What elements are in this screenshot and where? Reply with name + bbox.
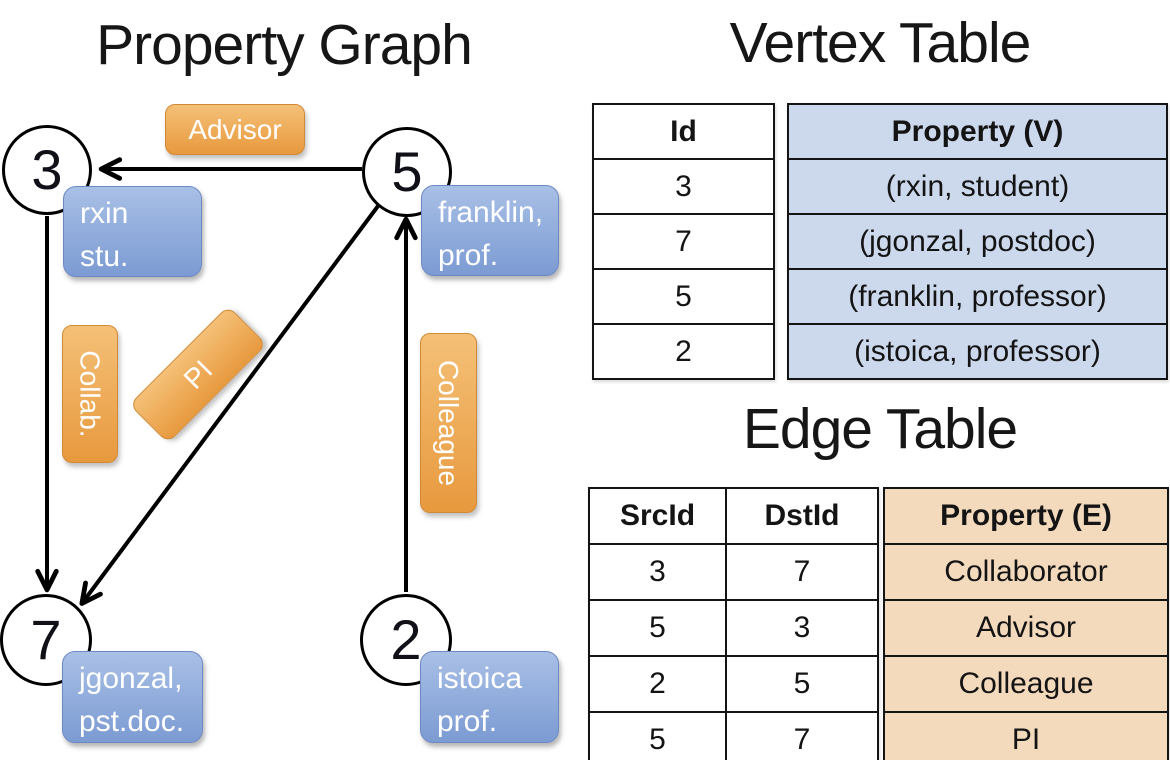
vertex-label-line: jgonzal, <box>79 662 183 695</box>
table-row: Colleague <box>883 655 1169 713</box>
edge-label-collab: Collab. <box>62 325 118 463</box>
table-row: Advisor <box>883 599 1169 657</box>
table-row: 2 <box>592 323 775 380</box>
edge-dstid-header: DstId <box>725 487 879 545</box>
table-row: 3 7 <box>588 543 879 601</box>
table-row: (franklin, professor) <box>787 268 1168 325</box>
edge-srcid-header: SrcId <box>588 487 727 545</box>
vertex-id-table: Id 3 7 5 2 <box>592 103 775 380</box>
vertex-label-line: prof. <box>437 704 498 738</box>
table-row: (rxin, student) <box>787 158 1168 215</box>
vertex-label-line: stu. <box>80 239 129 273</box>
node-2-id: 2 <box>390 608 422 671</box>
edge-property-table: Property (E) Collaborator Advisor Collea… <box>883 487 1169 760</box>
table-row: 5 7 <box>588 711 879 760</box>
table-row: 5 3 <box>588 599 879 657</box>
node-3-id: 3 <box>31 138 63 201</box>
edge-label-text: Advisor <box>188 113 282 145</box>
vertex-property-header: Property (V) <box>787 103 1168 160</box>
table-row: PI <box>883 711 1169 760</box>
edge-table-title: Edge Table <box>742 397 1018 461</box>
edge-label-pi: PI <box>129 305 267 444</box>
edge-label-text: Colleague <box>433 359 465 487</box>
edge-label-text: PI <box>177 353 218 395</box>
vertex-label-franklin: franklin, prof. <box>421 185 559 276</box>
graph-node-3: 3 <box>2 125 92 215</box>
table-row: (istoica, professor) <box>787 323 1168 380</box>
edge-label-advisor: Advisor <box>165 104 305 155</box>
vertex-label-line: rxin <box>80 197 129 230</box>
table-row: Collaborator <box>883 543 1169 601</box>
vertex-label-rxin: rxin stu. <box>63 186 202 277</box>
edge-property-header: Property (E) <box>883 487 1169 545</box>
vertex-property-table: Property (V) (rxin, student) (jgonzal, p… <box>787 103 1168 380</box>
vertex-label-line: pst.doc. <box>79 704 185 738</box>
table-row: 3 <box>592 158 775 215</box>
edge-label-text: Collab. <box>75 350 107 438</box>
node-7-id: 7 <box>30 608 62 671</box>
graph-node-5: 5 <box>362 127 452 217</box>
vertex-id-header: Id <box>592 103 775 160</box>
property-graph-title: Property Graph <box>96 13 473 77</box>
vertex-label-istoica: istoica prof. <box>420 651 559 743</box>
vertex-label-line: prof. <box>438 238 499 272</box>
table-row: 2 5 <box>588 655 879 713</box>
vertex-table-title: Vertex Table <box>729 11 1032 75</box>
edge-label-colleague: Colleague <box>420 333 477 513</box>
edge-src-dst-table: SrcId DstId 3 7 5 3 2 5 5 7 <box>588 487 879 760</box>
vertex-label-jgonzal: jgonzal, pst.doc. <box>62 651 203 743</box>
table-row: 5 <box>592 268 775 325</box>
vertex-label-line: istoica <box>437 662 523 695</box>
node-5-id: 5 <box>391 140 423 203</box>
table-row: (jgonzal, postdoc) <box>787 213 1168 270</box>
table-row: 7 <box>592 213 775 270</box>
vertex-label-line: franklin, <box>438 196 544 229</box>
